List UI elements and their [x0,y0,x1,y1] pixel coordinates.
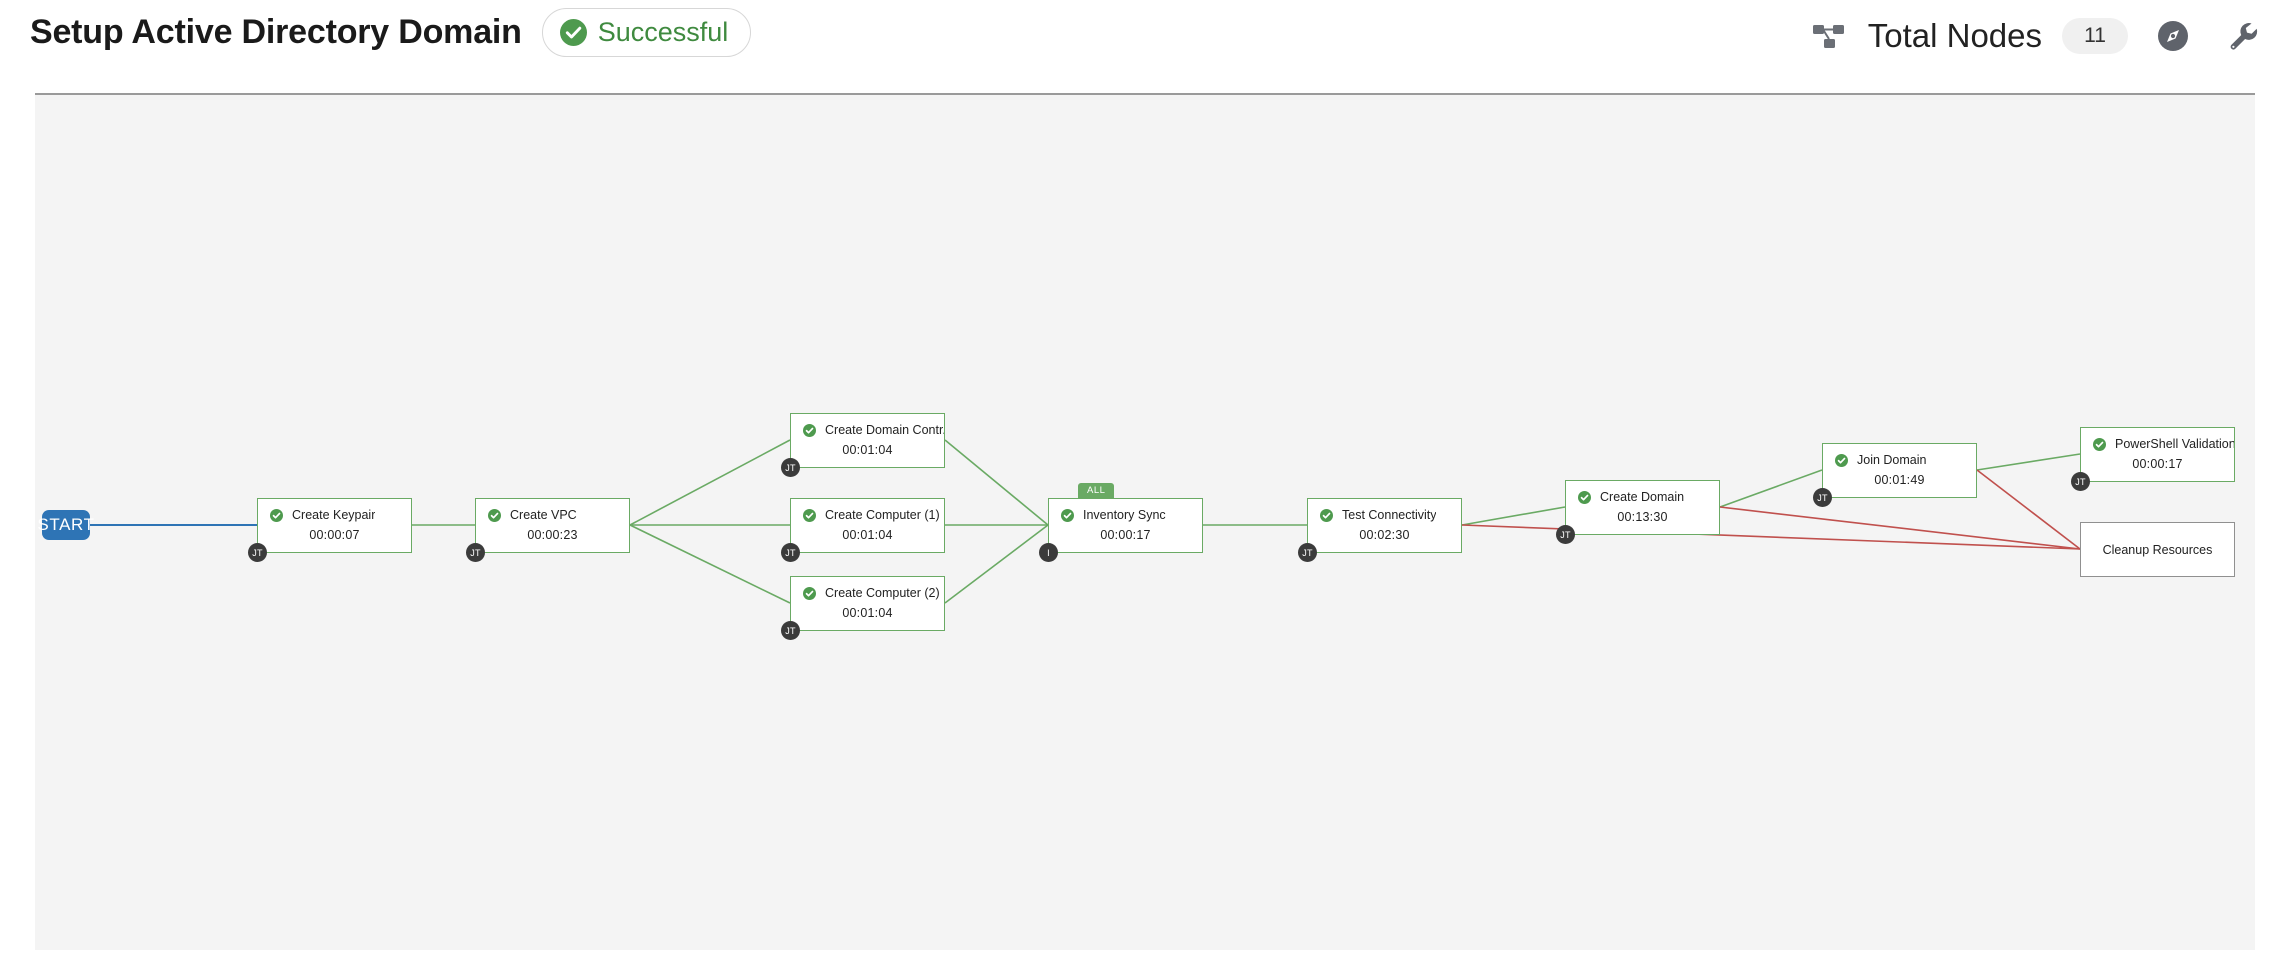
node-title: Create Computer (2) [825,586,940,600]
edge-create-domain-to-cleanup-resources [1719,506,2081,550]
check-circle-icon [1835,453,1848,467]
node-title-row: Create VPC [476,499,629,522]
node-title-row: Join Domain [1823,444,1976,467]
node-elapsed-time: 00:00:07 [309,528,360,542]
workflow-edges [90,439,2081,604]
wrench-icon[interactable] [2222,16,2262,56]
node-title: Inventory Sync [1083,508,1166,522]
edge-create-domain-controller-to-inventory-sync [944,439,1049,526]
node-title: Create Computer (1) [825,508,940,522]
node-title-row: Create Domain Contr... [791,414,944,437]
header-divider [35,93,2255,95]
check-circle-icon [803,423,816,437]
check-circle-icon [803,586,816,600]
edge-join-domain-to-powershell-validation [1976,453,2081,471]
node-title-row: Inventory Sync [1049,499,1202,522]
check-circle-icon [1061,508,1074,522]
credential-chip-create-computer-2[interactable]: JT [781,621,800,640]
page-header: Setup Active Directory Domain Successful… [0,0,2290,95]
credential-chip-create-domain[interactable]: JT [1556,525,1575,544]
check-circle-icon [488,508,501,522]
total-nodes-count-badge: 11 [2062,18,2128,54]
node-title: Cleanup Resources [2102,542,2213,557]
compass-icon[interactable] [2154,17,2192,55]
status-badge: Successful [541,8,752,57]
node-elapsed-time: 00:01:04 [842,606,893,620]
node-elapsed-time: 00:01:49 [1874,473,1925,487]
node-elapsed-time: 00:01:04 [842,528,893,542]
workflow-node-create-domain-controller[interactable]: Create Domain Contr... 00:01:04 [790,413,945,468]
node-title-row: PowerShell Validation [2081,428,2234,451]
edge-create-computer-2-to-inventory-sync [944,524,1049,604]
workflow-node-cleanup-resources[interactable]: Cleanup Resources [2080,522,2235,577]
node-elapsed-time: 00:00:23 [527,528,578,542]
credential-chip-join-domain[interactable]: JT [1813,488,1832,507]
node-badge-all: ALL [1078,483,1115,499]
node-title: Test Connectivity [1342,508,1437,522]
check-circle-icon [1578,490,1591,504]
node-elapsed-time: 00:01:04 [842,443,893,457]
workflow-node-create-computer-2[interactable]: Create Computer (2) 00:01:04 [790,576,945,631]
node-title: Create Domain Contr... [825,423,944,437]
credential-chip-create-domain-controller[interactable]: JT [781,458,800,477]
workflow-node-test-connectivity[interactable]: Test Connectivity 00:02:30 [1307,498,1462,553]
node-title: Create Domain [1600,490,1685,504]
credential-chip-create-keypair[interactable]: JT [248,543,267,562]
total-nodes-label: Total Nodes [1867,17,2042,54]
node-title: Create VPC [510,508,577,522]
credential-chip-inventory-sync[interactable]: I [1039,543,1058,562]
start-node[interactable]: START [37,510,94,540]
check-circle-icon [270,508,283,522]
node-title: Create Keypair [292,508,376,522]
node-title-row: Test Connectivity [1308,499,1461,522]
node-title-row: Create Computer (1) [791,499,944,522]
check-circle-icon [803,508,816,522]
credential-chip-powershell-validation[interactable]: JT [2071,472,2090,491]
header-right-group: Total Nodes 11 [1812,6,2262,66]
workflow-node-inventory-sync[interactable]: Inventory Sync 00:00:17 [1048,498,1203,553]
check-circle-icon [2093,437,2106,451]
edge-test-connectivity-to-cleanup-resources [1461,524,2081,550]
workflow-node-create-keypair[interactable]: Create Keypair 00:00:07 [257,498,412,553]
edge-join-domain-to-cleanup-resources [1976,469,2081,550]
edge-test-connectivity-to-create-domain [1461,506,1566,526]
edge-create-vpc-to-create-computer-2 [629,524,791,604]
hierarchy-icon [1812,21,1846,51]
node-title: PowerShell Validation [2115,437,2234,451]
edge-create-vpc-to-create-domain-controller [629,439,791,526]
node-elapsed-time: 00:00:17 [2132,457,2183,471]
page-title: Setup Active Directory Domain [30,13,522,51]
start-node-label: START [37,515,95,534]
node-elapsed-time: 00:00:17 [1100,528,1151,542]
node-title-row: Create Computer (2) [791,577,944,600]
header-left-group: Setup Active Directory Domain Successful [30,8,752,57]
node-title: Join Domain [1857,453,1927,467]
workflow-node-create-domain[interactable]: Create Domain 00:13:30 [1565,480,1720,535]
edge-create-domain-to-join-domain [1719,469,1823,508]
check-circle-icon [1320,508,1333,522]
node-elapsed-time: 00:13:30 [1617,510,1668,524]
status-badge-label: Successful [597,17,729,47]
check-circle-icon [559,19,587,46]
workflow-node-join-domain[interactable]: Join Domain 00:01:49 [1822,443,1977,498]
credential-chip-test-connectivity[interactable]: JT [1298,543,1317,562]
credential-chip-create-vpc[interactable]: JT [466,543,485,562]
node-title-row: Cleanup Resources [2081,523,2234,576]
workflow-node-powershell-validation[interactable]: PowerShell Validation 00:00:17 [2080,427,2235,482]
credential-chip-create-computer-1[interactable]: JT [781,543,800,562]
workflow-node-create-computer-1[interactable]: Create Computer (1) 00:01:04 [790,498,945,553]
node-title-row: Create Domain [1566,481,1719,504]
workflow-node-create-vpc[interactable]: Create VPC 00:00:23 [475,498,630,553]
node-elapsed-time: 00:02:30 [1359,528,1410,542]
node-title-row: Create Keypair [258,499,411,522]
